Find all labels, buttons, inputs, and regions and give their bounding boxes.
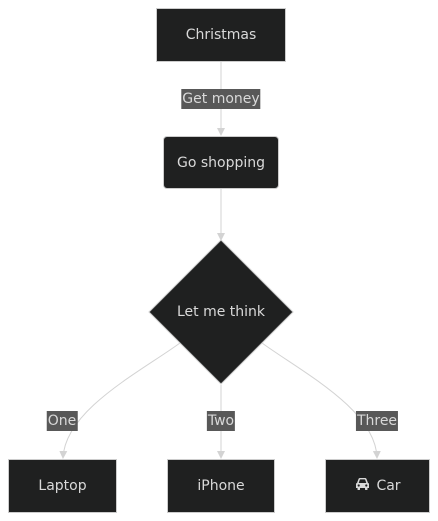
node-laptop-label: Laptop <box>38 478 87 494</box>
decision-diamond <box>148 239 294 385</box>
car-icon <box>354 477 371 495</box>
edge-label-get-money: Get money <box>181 89 261 109</box>
node-go-shopping: Go shopping <box>163 136 279 189</box>
edge-label-two-text: Two <box>207 413 235 429</box>
node-car-label: Car <box>376 478 401 494</box>
node-go-shopping-label: Go shopping <box>176 154 266 171</box>
edge-label-three: Three <box>355 411 399 431</box>
decision-label: Let me think <box>177 304 265 320</box>
node-christmas-label: Christmas <box>185 27 257 43</box>
node-christmas: Christmas <box>156 8 286 62</box>
edge-think-to-laptop <box>59 342 181 459</box>
node-iphone: iPhone <box>167 459 275 513</box>
node-car: Car <box>325 459 430 513</box>
edge-label-two: Two <box>206 411 236 431</box>
edge-label-get-money-text: Get money <box>182 91 260 107</box>
edge-think-to-car <box>261 342 381 459</box>
node-iphone-label: iPhone <box>197 478 245 494</box>
node-laptop: Laptop <box>8 459 117 513</box>
edge-label-one: One <box>46 411 78 431</box>
edge-label-three-text: Three <box>356 413 398 429</box>
decision-label-text: Let me think <box>176 304 266 320</box>
edge-label-one-text: One <box>47 413 77 429</box>
